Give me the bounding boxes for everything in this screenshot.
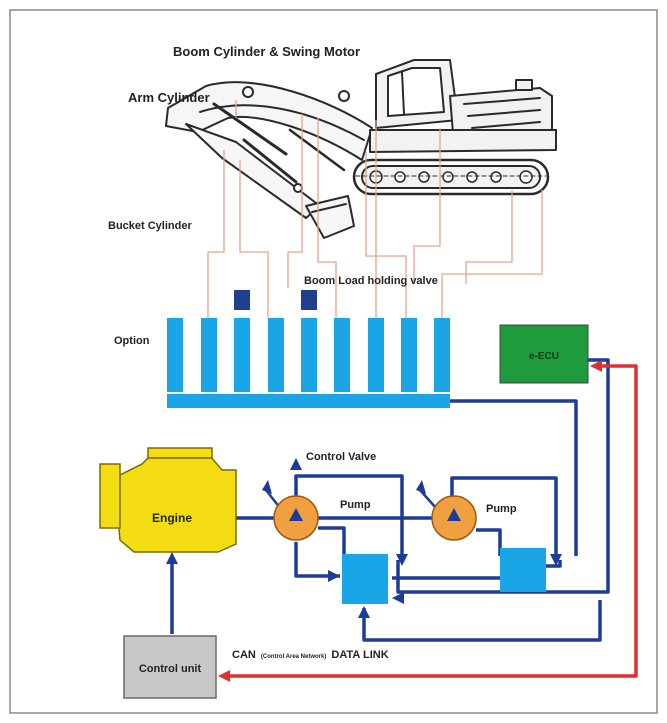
pump-1-label: Pump — [340, 499, 371, 511]
valve-base-rail — [167, 394, 450, 408]
engine-block-icon: Engine — [99, 447, 237, 553]
valve-spool-3 — [234, 318, 250, 392]
label-bucket-cylinder: Bucket Cylinder — [108, 220, 192, 232]
pump-2-label: Pump — [486, 503, 517, 515]
can-label: CAN (Control Area Network) DATA LINK — [232, 649, 389, 661]
engine-label: Engine — [152, 511, 192, 525]
load-holding-valve-1 — [234, 290, 250, 310]
can-label-suffix: DATA LINK — [331, 649, 388, 661]
label-option: Option — [114, 335, 150, 347]
pump-2-direction-icon — [447, 508, 461, 521]
valve-spool-7 — [368, 318, 384, 392]
control-valve-bank — [167, 290, 450, 408]
hydraulic-pump-2 — [431, 495, 477, 541]
excavator-illustration — [165, 59, 557, 239]
hydraulic-pump-1 — [273, 495, 319, 541]
pump-controller-1 — [342, 554, 388, 604]
valve-spool-4 — [268, 318, 284, 392]
label-boom-load-holding-valve: Boom Load holding valve — [304, 275, 438, 287]
label-boom-cylinder-swing-motor: Boom Cylinder & Swing Motor — [173, 44, 360, 59]
valve-spool-2 — [201, 318, 217, 392]
pump-1-direction-icon — [289, 508, 303, 521]
hydraulic-lines — [170, 358, 610, 642]
e-ecu-label: e-ECU — [529, 351, 559, 362]
pump-controller-2 — [500, 548, 546, 592]
valve-spool-9 — [434, 318, 450, 392]
label-arm-cylinder: Arm Cylinder — [128, 90, 210, 105]
can-label-detail: (Control Area Network) — [261, 654, 326, 660]
can-label-prefix: CAN — [232, 649, 256, 661]
load-holding-valve-2 — [301, 290, 317, 310]
hydraulic-arrowheads — [166, 458, 562, 618]
valve-spool-5 — [301, 318, 317, 392]
control-unit: Control unit — [123, 635, 217, 699]
can-arrowheads — [218, 360, 602, 682]
control-unit-label: Control unit — [139, 663, 202, 675]
sensor-lines — [207, 100, 543, 318]
valve-spool-6 — [334, 318, 350, 392]
valve-spool-1 — [167, 318, 183, 392]
can-data-line — [226, 364, 638, 678]
valve-spool-8 — [401, 318, 417, 392]
label-control-valve: Control Valve — [306, 451, 376, 463]
e-ecu-box: e-ECU — [499, 324, 589, 384]
